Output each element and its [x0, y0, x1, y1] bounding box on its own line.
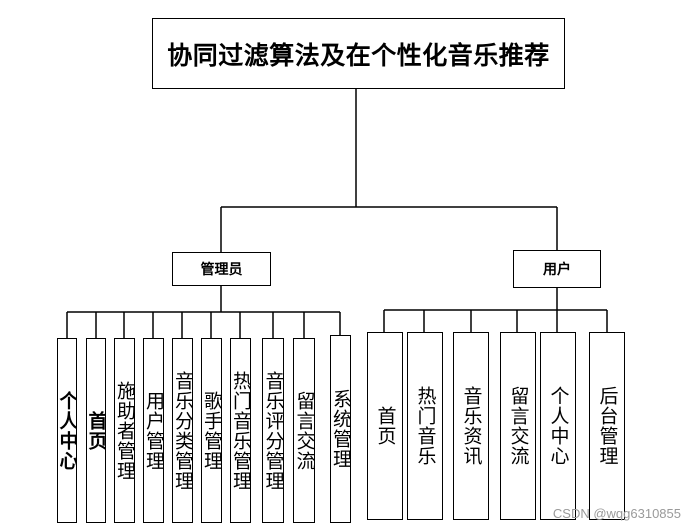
admin-leaf-home: 首页 [86, 338, 106, 523]
admin-leaf-system-management: 系统管理 [330, 335, 351, 523]
user-leaf-message-board: 留言交流 [500, 332, 536, 520]
user-leaf-music-news: 音乐资讯 [453, 332, 489, 520]
user-leaf-personal-center: 个人中心 [540, 332, 576, 520]
admin-leaf-personal-center: 个人中心 [57, 338, 77, 523]
admin-leaf-message-board: 留言交流 [293, 338, 315, 523]
admin-leaf-music-rating-management: 音乐评分管理 [262, 338, 284, 523]
admin-leaf-music-category-management: 音乐分类管理 [172, 338, 193, 523]
admin-leaf-donor-management: 施助者管理 [114, 338, 135, 523]
admin-leaf-user-management: 用户管理 [143, 338, 164, 523]
admin-leaf-hot-music-management: 热门音乐管理 [230, 338, 251, 523]
user-leaf-hot-music: 热门音乐 [407, 332, 443, 520]
admin-leaf-singer-management: 歌手管理 [201, 338, 222, 523]
csdn-watermark: CSDN @wqg6310855 [552, 506, 681, 521]
user-node: 用户 [513, 250, 601, 288]
user-leaf-home: 首页 [367, 332, 403, 520]
admin-node: 管理员 [172, 252, 271, 286]
root-node: 协同过滤算法及在个性化音乐推荐 [152, 18, 565, 89]
user-leaf-backend-management: 后台管理 [589, 332, 625, 520]
